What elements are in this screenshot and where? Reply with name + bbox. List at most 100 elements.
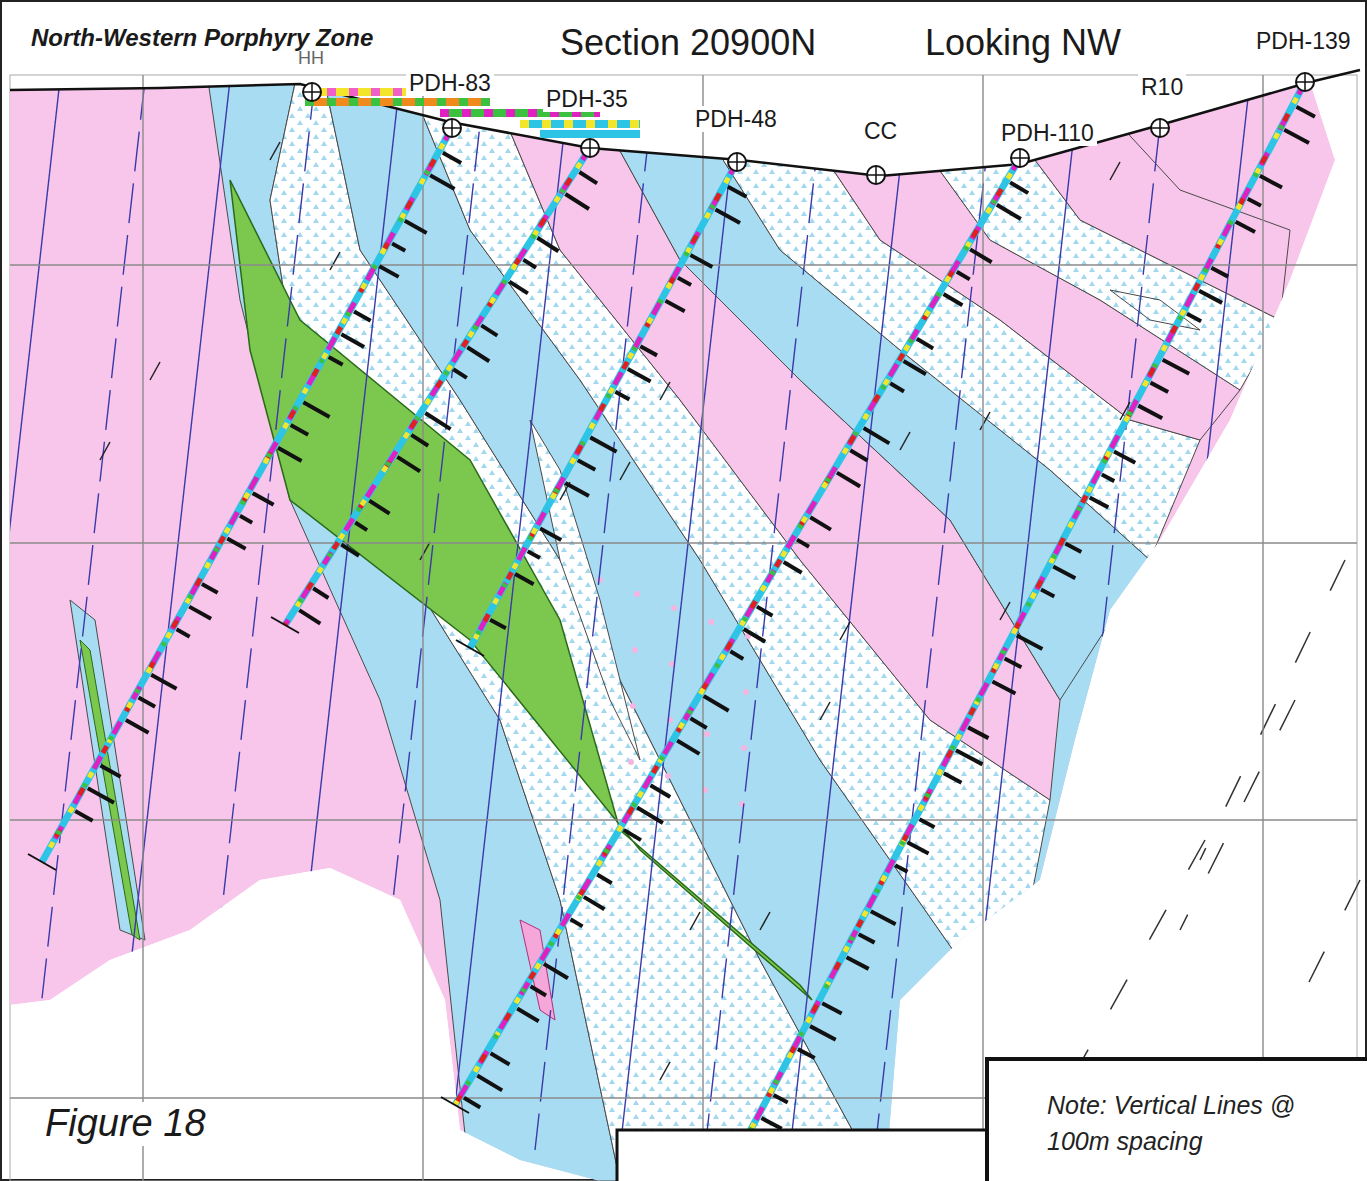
assay-tick bbox=[997, 205, 1021, 219]
hole-end bbox=[456, 640, 484, 656]
dip-symbol bbox=[660, 1062, 670, 1080]
assay-tick bbox=[430, 175, 454, 189]
legend-frame bbox=[617, 1130, 997, 1181]
fault-line bbox=[0, 80, 60, 1150]
assay-tick bbox=[464, 1098, 480, 1108]
drill-hole bbox=[42, 128, 452, 862]
assay-tick bbox=[397, 457, 420, 472]
assay-tick bbox=[411, 435, 428, 446]
assay-tick bbox=[774, 1095, 788, 1102]
grid-line bbox=[982, 75, 983, 1181]
collar-symbol bbox=[728, 153, 746, 171]
assay-tick bbox=[1248, 199, 1261, 206]
assay-tick bbox=[253, 493, 274, 505]
fault-line bbox=[280, 80, 400, 1150]
dip-symbol bbox=[150, 362, 160, 380]
assay-tick bbox=[571, 919, 583, 926]
sample-bar bbox=[520, 120, 640, 128]
assay-tick bbox=[355, 523, 367, 531]
assay-tick bbox=[329, 357, 343, 365]
grid-line bbox=[10, 542, 1357, 543]
assay-tick bbox=[690, 718, 706, 728]
collar-cross bbox=[1151, 119, 1169, 137]
note-box: Note: Vertical Lines @ 100m spacing bbox=[985, 1057, 1367, 1181]
assay-tick bbox=[597, 875, 612, 884]
drill-hole bbox=[42, 128, 452, 862]
drill-hole bbox=[285, 148, 590, 625]
assay-tick bbox=[1260, 176, 1282, 188]
fault-line bbox=[875, 80, 995, 1150]
collar-symbol bbox=[1011, 149, 1029, 167]
assay-tick bbox=[537, 238, 558, 251]
drill-hole bbox=[285, 148, 590, 625]
green-dyke bbox=[230, 180, 812, 1000]
dip-symbol bbox=[820, 702, 830, 720]
assay-tick bbox=[798, 1049, 815, 1058]
fault-line bbox=[535, 80, 655, 1150]
fault-line bbox=[25, 80, 145, 1150]
assay-tick bbox=[907, 842, 928, 853]
assay-tick bbox=[1090, 498, 1109, 508]
collar-cross bbox=[728, 153, 746, 171]
assay-tick bbox=[299, 610, 320, 623]
assay-tick bbox=[944, 294, 963, 305]
assay-tick bbox=[491, 1053, 510, 1064]
dip-symbol bbox=[100, 442, 110, 460]
assay-tick bbox=[1065, 544, 1081, 552]
assay-tick bbox=[1236, 222, 1255, 232]
assay-tick bbox=[1187, 314, 1201, 321]
assay-tick bbox=[1284, 130, 1309, 143]
dip-symbol bbox=[270, 142, 280, 160]
pink-dot bbox=[665, 773, 671, 779]
assay-tick bbox=[341, 544, 359, 555]
assay-tick bbox=[1163, 360, 1190, 374]
assay-tick bbox=[509, 282, 528, 294]
section-label: HH bbox=[298, 48, 324, 69]
pink-dot bbox=[630, 703, 636, 709]
drill-hole bbox=[740, 82, 1305, 1150]
grid-line bbox=[702, 75, 703, 1181]
drill-hole bbox=[455, 158, 1020, 1105]
projected-line bbox=[1200, 560, 1345, 860]
topography bbox=[10, 70, 1360, 176]
note-text: Note: Vertical Lines @ 100m spacing bbox=[1047, 1087, 1297, 1160]
grid-line bbox=[10, 819, 1357, 820]
section-label: Looking NW bbox=[925, 22, 1121, 63]
drill-hole bbox=[455, 158, 1020, 1105]
assay-tick bbox=[189, 607, 211, 619]
hole-end bbox=[28, 854, 56, 870]
assay-tick bbox=[1017, 635, 1043, 649]
assay-tick bbox=[126, 720, 149, 733]
collar-symbol bbox=[867, 166, 885, 184]
drill-hole bbox=[470, 162, 737, 648]
collar-circle bbox=[303, 83, 321, 101]
assay-tick bbox=[957, 272, 970, 280]
dip-symbol bbox=[1000, 602, 1010, 620]
assay-tick bbox=[904, 361, 926, 374]
assay-tick bbox=[677, 741, 699, 754]
section-label: PDH-139 bbox=[1253, 28, 1354, 54]
assay-tick bbox=[665, 301, 684, 312]
assay-tick bbox=[590, 437, 616, 451]
assay-tick bbox=[523, 260, 536, 268]
assay-tick bbox=[615, 392, 629, 400]
assay-tick bbox=[490, 620, 506, 629]
assay-tick bbox=[1010, 182, 1028, 193]
assay-tick bbox=[850, 450, 867, 460]
assay-tick bbox=[628, 369, 651, 382]
assay-tick bbox=[75, 811, 92, 821]
assay-tick bbox=[944, 773, 962, 782]
collar-symbol bbox=[1296, 73, 1314, 91]
assay-tick bbox=[579, 172, 597, 183]
assay-tick bbox=[704, 696, 729, 711]
section-label: PDH-35 bbox=[543, 86, 631, 112]
pink-dot bbox=[632, 647, 638, 653]
assay-tick bbox=[425, 413, 450, 429]
collar-cross bbox=[867, 166, 885, 184]
pink-dot bbox=[741, 745, 747, 751]
pink-dot bbox=[628, 759, 634, 765]
section-label: North-Western Porphyry Zone bbox=[28, 24, 376, 52]
drill-hole bbox=[285, 148, 590, 625]
